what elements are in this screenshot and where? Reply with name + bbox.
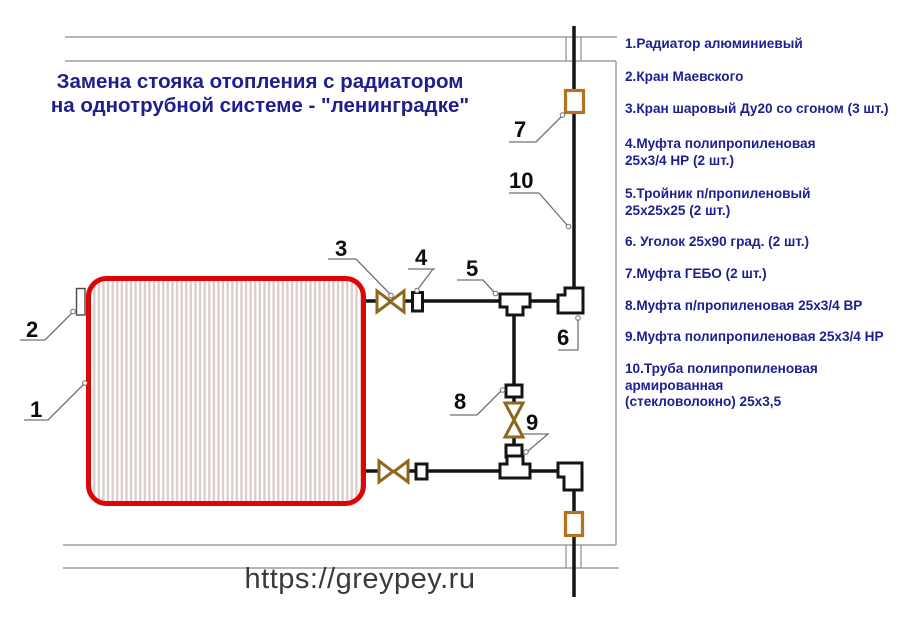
- label-4: 4: [415, 245, 428, 270]
- leader-lines: [20, 112, 581, 455]
- coupling-bottom-left: [414, 462, 429, 481]
- pipes: [362, 26, 576, 597]
- gebo-coupling-bottom: [563, 510, 585, 538]
- diagram-title-line1: Замена стояка отопления с радиатором: [56, 70, 464, 93]
- legend-item-9: 9.Муфта полипропиленовая 25х3/4 НР: [625, 329, 884, 344]
- mayevsky-valve: [75, 287, 86, 316]
- legend-item-7: 7.Муфта ГЕБО (2 шт.): [625, 266, 767, 281]
- legend-item-1: 1.Радиатор алюминиевый: [625, 36, 803, 51]
- label-7: 7: [514, 117, 526, 142]
- elbow-bottom-right: [556, 461, 584, 492]
- legend-item-10: 10.Труба полипропиленовая армированная (…: [625, 361, 818, 409]
- label-3: 3: [335, 236, 347, 261]
- elbow-top-right: [556, 286, 585, 315]
- ceiling-sleeve: [565, 37, 582, 61]
- bypass-valve: [502, 401, 526, 439]
- label-8: 8: [454, 389, 466, 414]
- coupling-8: [504, 383, 524, 399]
- label-1: 1: [30, 397, 42, 422]
- label-2: 2: [26, 317, 38, 342]
- diagram-title: Замена стояка отопления с радиатором на …: [30, 70, 490, 118]
- website-url: https://greypey.ru: [244, 563, 476, 595]
- label-5: 5: [466, 256, 478, 281]
- part-number-labels: 1 2 3 4 5 6 7 8 9 10: [26, 117, 569, 435]
- label-9: 9: [526, 410, 538, 435]
- coupling-4: [411, 291, 424, 313]
- radiator: [86, 276, 366, 506]
- legend-item-8: 8.Муфта п/пропиленовая 25х3/4 ВР: [625, 298, 863, 313]
- diagram-title-line2: на однотрубной системе - "ленинградке": [50, 94, 470, 117]
- label-6: 6: [557, 325, 569, 350]
- legend-item-5: 5.Тройник п/пропиленовый 25х25х25 (2 шт.…: [625, 186, 811, 218]
- tee-top: [498, 292, 532, 317]
- tee-bottom: [498, 454, 532, 480]
- legend-item-2: 2.Кран Маевского: [625, 69, 744, 84]
- ball-valve-top: [375, 288, 406, 315]
- legend-item-3: 3.Кран шаровый Ду20 со сгоном (3 шт.): [625, 101, 889, 116]
- legend-item-6: 6. Уголок 25х90 град. (2 шт.): [625, 234, 810, 249]
- ball-valve-bottom: [377, 458, 410, 485]
- building-structure: [63, 36, 619, 569]
- label-10: 10: [509, 168, 533, 193]
- floor-sleeve: [565, 545, 582, 568]
- legend-item-4: 4.Муфта полипропиленовая 25х3/4 НР (2 шт…: [625, 136, 816, 168]
- gebo-coupling-top: [563, 88, 586, 115]
